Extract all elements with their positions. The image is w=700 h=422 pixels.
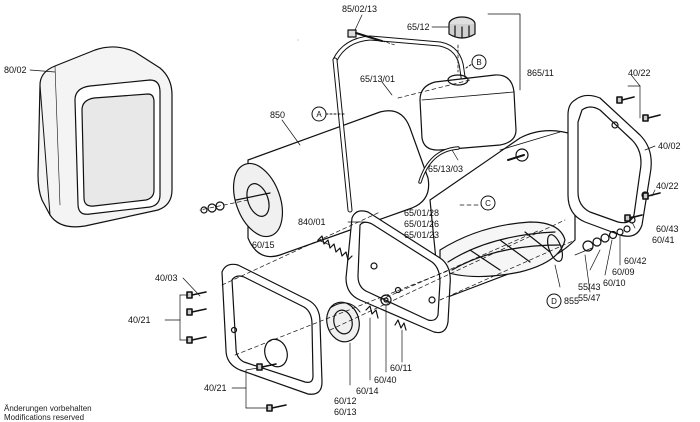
callout-b: B [476, 58, 481, 67]
label-60-15: 60/15 [252, 240, 275, 250]
left-side-plate [346, 211, 450, 333]
label-40-21-b: 40/21 [204, 383, 227, 393]
label-65-01-28: 65/01/28 [404, 208, 439, 218]
label-60-42: 60/42 [624, 256, 647, 266]
label-85-02-13: 85/02/13 [342, 4, 377, 14]
fuel-tank [420, 75, 516, 150]
rear-roller [201, 111, 429, 257]
label-60-10: 60/10 [603, 278, 626, 288]
label-60-14: 60/14 [356, 386, 379, 396]
spring-60-15 [318, 236, 352, 260]
label-60-13: 60/13 [334, 407, 357, 417]
label-60-43: 60/43 [656, 224, 679, 234]
right-small-parts [583, 226, 630, 251]
label-40-03: 40/03 [155, 273, 178, 283]
right-side-plate [568, 95, 651, 236]
label-65-13-01: 65/13/01 [360, 74, 395, 84]
screws [187, 97, 660, 411]
footer-line-1: Änderungen vorbehalten [4, 404, 92, 413]
label-60-12: 60/12 [334, 396, 357, 406]
callout-c: C [485, 199, 491, 208]
label-60-40: 60/40 [374, 375, 397, 385]
footer-line-2: Modifications reserved [4, 413, 85, 422]
handle-bar [335, 38, 470, 210]
label-855: 855 [564, 296, 579, 306]
label-865-11: 865/11 [527, 68, 554, 78]
label-40-21-a: 40/21 [128, 315, 151, 325]
label-55-47: 55/47 [578, 293, 601, 303]
label-40-02: 40/02 [658, 141, 681, 151]
label-60-41: 60/41 [652, 235, 675, 245]
label-60-09: 60/09 [612, 267, 635, 277]
label-55-43: 55/43 [578, 282, 601, 292]
label-40-22-top: 40/22 [628, 68, 651, 78]
assembly-guide-lines [199, 39, 576, 356]
bottom-side-plate [222, 264, 322, 394]
label-850: 850 [270, 110, 285, 120]
label-65-01-23: 65/01/23 [404, 230, 439, 240]
label-40-22-right: 40/22 [656, 181, 679, 191]
label-60-11: 60/11 [390, 363, 412, 373]
callout-a: A [316, 110, 322, 119]
callout-d: D [551, 297, 557, 306]
label-65-01-26: 65/01/26 [404, 219, 439, 229]
label-leader-lines [29, 14, 656, 409]
bolt-85-02-13 [348, 30, 395, 45]
clip-60-11 [395, 320, 406, 330]
small-spring-60-14 [366, 306, 378, 318]
footer-note: Änderungen vorbehalten Modifications res… [4, 404, 92, 422]
bearing-bushing [322, 299, 363, 346]
label-840-01: 840/01 [298, 217, 326, 227]
label-65-13-03: 65/13/03 [428, 164, 463, 174]
label-65-12: 65/12 [407, 22, 430, 32]
tank-cap [448, 17, 475, 85]
grass-box [38, 47, 172, 227]
callouts [311, 54, 562, 309]
label-80-02: 80/02 [4, 65, 27, 75]
